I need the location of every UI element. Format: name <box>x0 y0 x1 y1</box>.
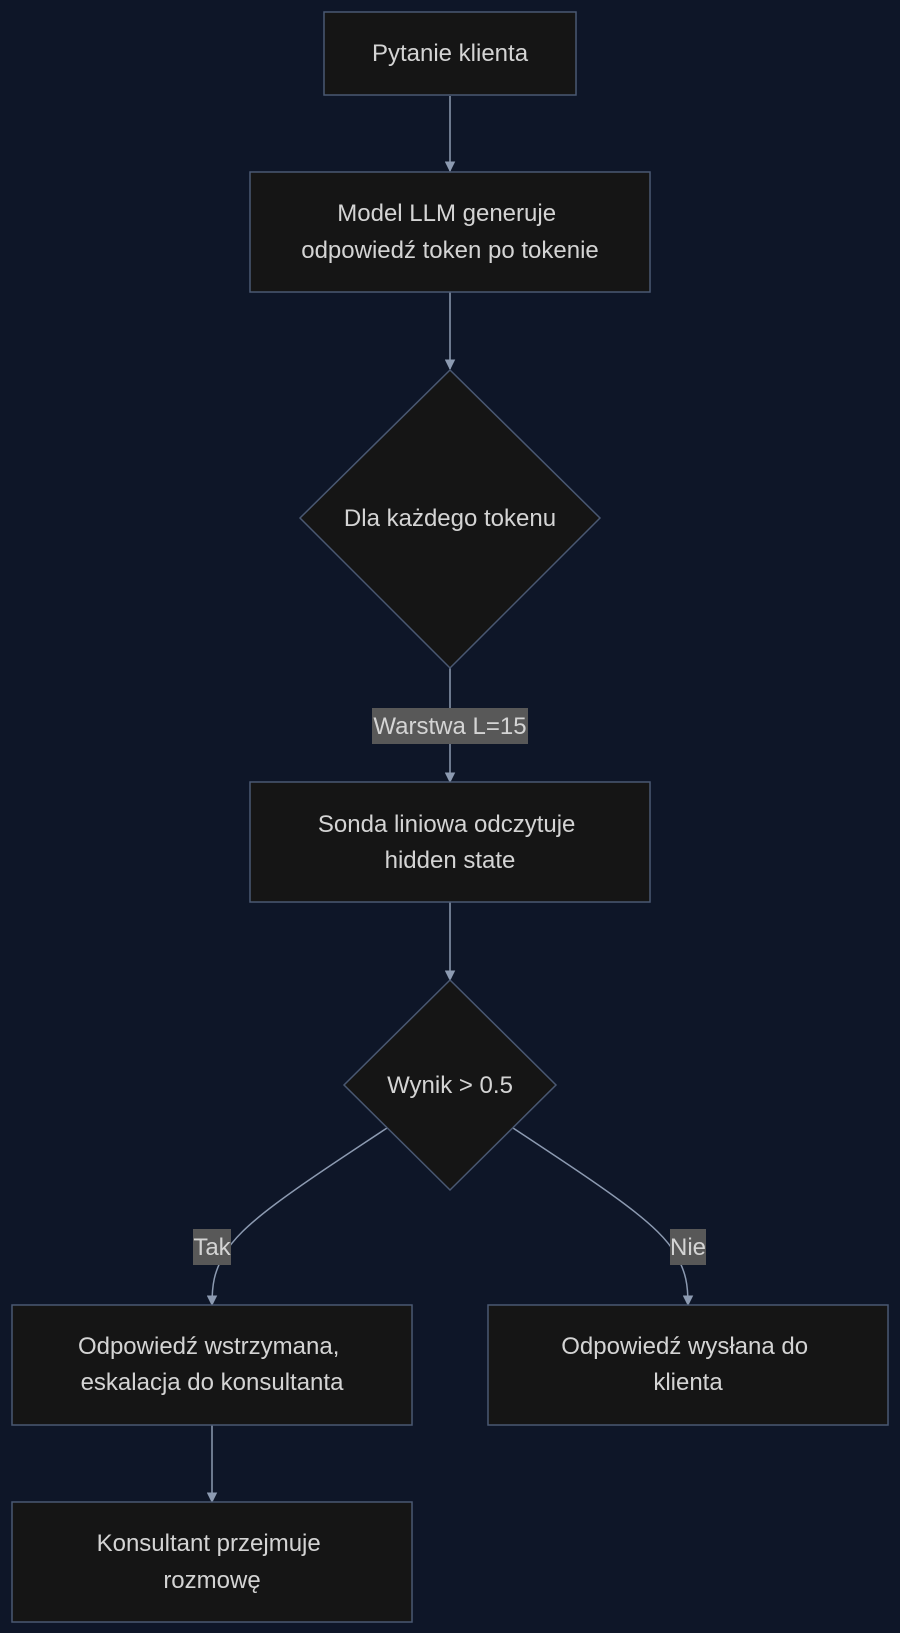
edge-label-layer-text: Warstwa L=15 <box>373 713 526 740</box>
node-score-line-1: Wynik > 0.5 <box>387 1072 513 1099</box>
node-sent-line-1: Odpowiedź wysłana do <box>561 1333 808 1360</box>
node-handover-line-1: Konsultant przejmuje <box>97 1530 321 1557</box>
svg-text:Sonda liniowa odczytuje: Sonda liniowa odczytuje hidden state <box>318 811 582 874</box>
edge-label-yes-text: Tak <box>193 1234 231 1261</box>
node-probe-line-1: Sonda liniowa odczytuje <box>318 811 576 838</box>
svg-text:Model LLM generuje odpow: Model LLM generuje odpowiedź token po to… <box>301 200 599 264</box>
node-generate-line-2: odpowiedź token po tokenie <box>301 237 599 264</box>
svg-text:Odpowiedź wstrzymana, es: Odpowiedź wstrzymana, eskalacja do konsu… <box>78 1333 346 1396</box>
node-question: Pytanie klienta <box>323 11 577 96</box>
edge-label-layer: Warstwa L=15 <box>372 708 528 744</box>
node-handover-line-2: rozmowę <box>163 1567 260 1594</box>
edges <box>206 96 694 1504</box>
node-blocked-line-2: eskalacja do konsultanta <box>81 1369 344 1396</box>
svg-text:Wynik > 0.5: Wynik > 0.5 <box>387 1072 513 1099</box>
edge-label-no-text: Nie <box>670 1234 706 1261</box>
node-blocked-line-1: Odpowiedź wstrzymana, <box>78 1333 339 1360</box>
svg-text:Odpowiedź wysłana do kli: Odpowiedź wysłana do klienta <box>561 1333 814 1396</box>
edge-score-to-sent <box>512 1127 694 1307</box>
node-sent: Odpowiedź wysłana do klienta <box>487 1304 889 1426</box>
svg-text:Pytanie klienta: Pytanie klienta <box>372 40 529 67</box>
node-question-line-1: Pytanie klienta <box>372 40 529 67</box>
edge-label-no: Nie <box>670 1229 706 1265</box>
node-handover: Konsultant przejmuje rozmowę <box>11 1501 413 1623</box>
svg-text:Konsultant przejmuje roz: Konsultant przejmuje rozmowę <box>97 1530 328 1594</box>
node-score: Wynik > 0.5 <box>342 978 558 1192</box>
edge-label-yes: Tak <box>193 1229 232 1265</box>
node-generate: Model LLM generuje odpowiedź token po to… <box>249 171 651 293</box>
node-generate-line-1: Model LLM generuje <box>337 200 556 227</box>
node-probe-line-2: hidden state <box>385 847 516 874</box>
node-sent-line-2: klienta <box>653 1369 723 1396</box>
node-each-token-line-1: Dla każdego tokenu <box>344 505 556 532</box>
edge-score-to-blocked <box>206 1127 388 1307</box>
node-probe: Sonda liniowa odczytuje hidden state <box>249 781 651 903</box>
node-blocked: Odpowiedź wstrzymana, eskalacja do konsu… <box>11 1304 413 1426</box>
svg-text:Dla każdego tokenu: Dla każdego tokenu <box>344 505 556 532</box>
node-each-token: Dla każdego tokenu <box>298 368 602 670</box>
